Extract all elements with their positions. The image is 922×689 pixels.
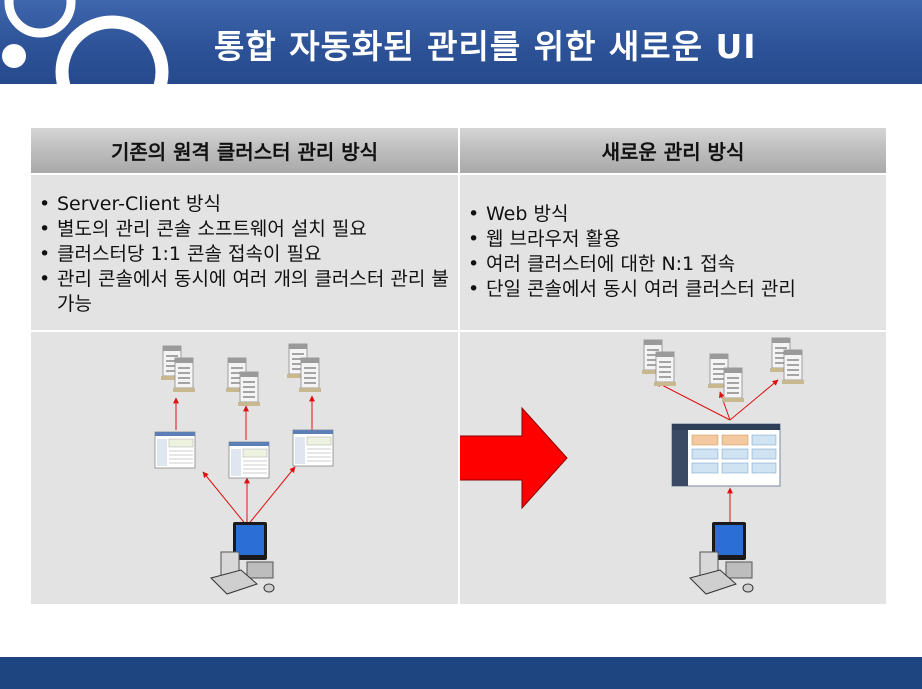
new-bullet-item: 여러 클러스터에 대한 N:1 접속 [460, 252, 880, 277]
legacy-bullets-cell: Server-Client 방식 별도의 관리 콘솔 소프트웨어 설치 필요 클… [31, 175, 458, 330]
server-stack-icon [641, 339, 677, 387]
legacy-bullet-item: 별도의 관리 콘솔 소프트웨어 설치 필요 [31, 217, 451, 242]
slide-footer-bar [0, 657, 922, 689]
comparison-table: 기존의 원격 클러스터 관리 방식 새로운 관리 방식 Server-Clien… [31, 128, 886, 604]
console-window-icon [292, 429, 334, 467]
new-bullet-item: Web 방식 [460, 202, 880, 227]
legacy-bullet-item: 클러스터당 1:1 콘솔 접속이 필요 [31, 242, 451, 267]
right-arrow-icon [460, 406, 568, 510]
server-stack-icon [769, 337, 805, 385]
slide-header: 통합 자동화된 관리를 위한 새로운 UI [0, 0, 922, 84]
legacy-bullet-item: Server-Client 방식 [31, 192, 451, 217]
legacy-bullet-item: 관리 콘솔에서 동시에 여러 개의 클러스터 관리 불가능 [31, 267, 451, 317]
console-window-icon [154, 431, 196, 469]
new-method-heading: 새로운 관리 방식 [460, 128, 886, 173]
computer-icon [210, 521, 275, 595]
legacy-method-heading: 기존의 원격 클러스터 관리 방식 [31, 128, 458, 173]
legacy-architecture-diagram [31, 332, 458, 604]
new-bullet-list: Web 방식 웹 브라우저 활용 여러 클러스터에 대한 N:1 접속 단일 콘… [460, 202, 880, 302]
new-architecture-diagram [460, 332, 886, 604]
web-dashboard-icon [671, 423, 781, 487]
console-window-icon [228, 441, 270, 479]
logo-swirl-icon [2, 0, 169, 84]
server-stack-icon [286, 343, 322, 393]
new-bullets-cell: Web 방식 웹 브라우저 활용 여러 클러스터에 대한 N:1 접속 단일 콘… [460, 175, 886, 330]
server-stack-icon [160, 345, 196, 393]
server-stack-icon [707, 353, 745, 403]
server-stack-icon [225, 357, 261, 407]
legacy-bullet-list: Server-Client 방식 별도의 관리 콘솔 소프트웨어 설치 필요 클… [31, 192, 451, 317]
new-bullet-item: 단일 콘솔에서 동시 여러 클러스터 관리 [460, 277, 880, 302]
new-bullet-item: 웹 브라우저 활용 [460, 227, 880, 252]
computer-icon [689, 521, 754, 595]
slide-title: 통합 자동화된 관리를 위한 새로운 UI [214, 27, 757, 66]
